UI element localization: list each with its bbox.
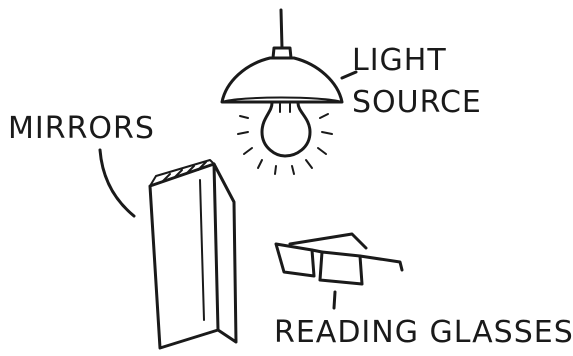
folding-mirror-icon <box>150 160 236 348</box>
light-source-label-line1: LIGHT <box>352 46 447 76</box>
mirrors-pointer <box>100 150 134 216</box>
glasses-pointer <box>334 292 335 308</box>
lamp-icon <box>222 10 342 102</box>
reading-glasses-label: READING GLASSES <box>274 318 573 348</box>
mirrors-label: MIRRORS <box>8 114 155 144</box>
light-source-label-line2: SOURCE <box>352 88 482 118</box>
glasses-right-lens <box>320 252 362 284</box>
glasses-bridge <box>312 250 322 252</box>
light-bulb-icon <box>262 103 310 156</box>
glasses-left-lens <box>276 244 314 276</box>
glasses-right-temple <box>360 256 402 270</box>
lamp-cord <box>281 10 282 48</box>
mirror-front-panel <box>150 164 218 348</box>
lamp-shade <box>222 58 342 102</box>
light-rays <box>238 114 332 174</box>
glasses-icon <box>276 234 402 284</box>
bulb-glass <box>262 103 310 156</box>
glasses-left-temple <box>290 234 366 248</box>
